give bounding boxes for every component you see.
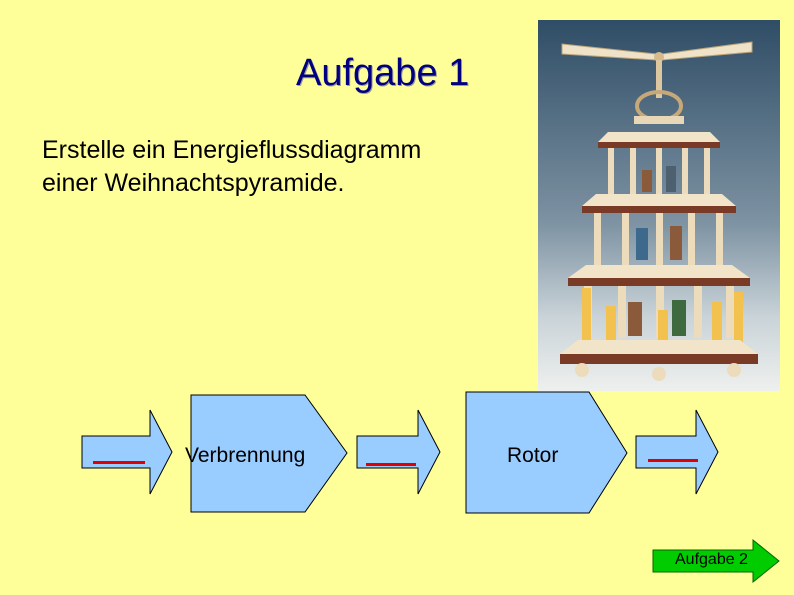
next-task-button[interactable]: Aufgabe 2 bbox=[649, 538, 781, 583]
flow-label-verbrennung: Verbrennung bbox=[185, 444, 306, 467]
slide-title: Aufgabe 1 bbox=[296, 52, 470, 94]
flow-box-verbrennung bbox=[190, 394, 348, 513]
christmas-pyramid-photo bbox=[538, 20, 780, 391]
task-line-2: einer Weihnachtspyramide. bbox=[42, 169, 345, 197]
task-text: Erstelle ein Energieflussdiagramm einer … bbox=[42, 134, 421, 200]
arrow-right-icon bbox=[652, 538, 780, 583]
flow-arrow-2 bbox=[356, 409, 441, 495]
blank-line-2 bbox=[366, 463, 416, 466]
blank-line-1 bbox=[93, 461, 145, 464]
flow-arrow-1 bbox=[81, 409, 173, 495]
flow-label-rotor: Rotor bbox=[507, 444, 559, 467]
flow-arrow-3 bbox=[635, 409, 719, 495]
task-line-1: Erstelle ein Energieflussdiagramm bbox=[42, 136, 422, 164]
blank-line-3 bbox=[648, 459, 698, 462]
flow-box-rotor bbox=[465, 391, 628, 514]
next-task-label: Aufgabe 2 bbox=[675, 551, 748, 568]
